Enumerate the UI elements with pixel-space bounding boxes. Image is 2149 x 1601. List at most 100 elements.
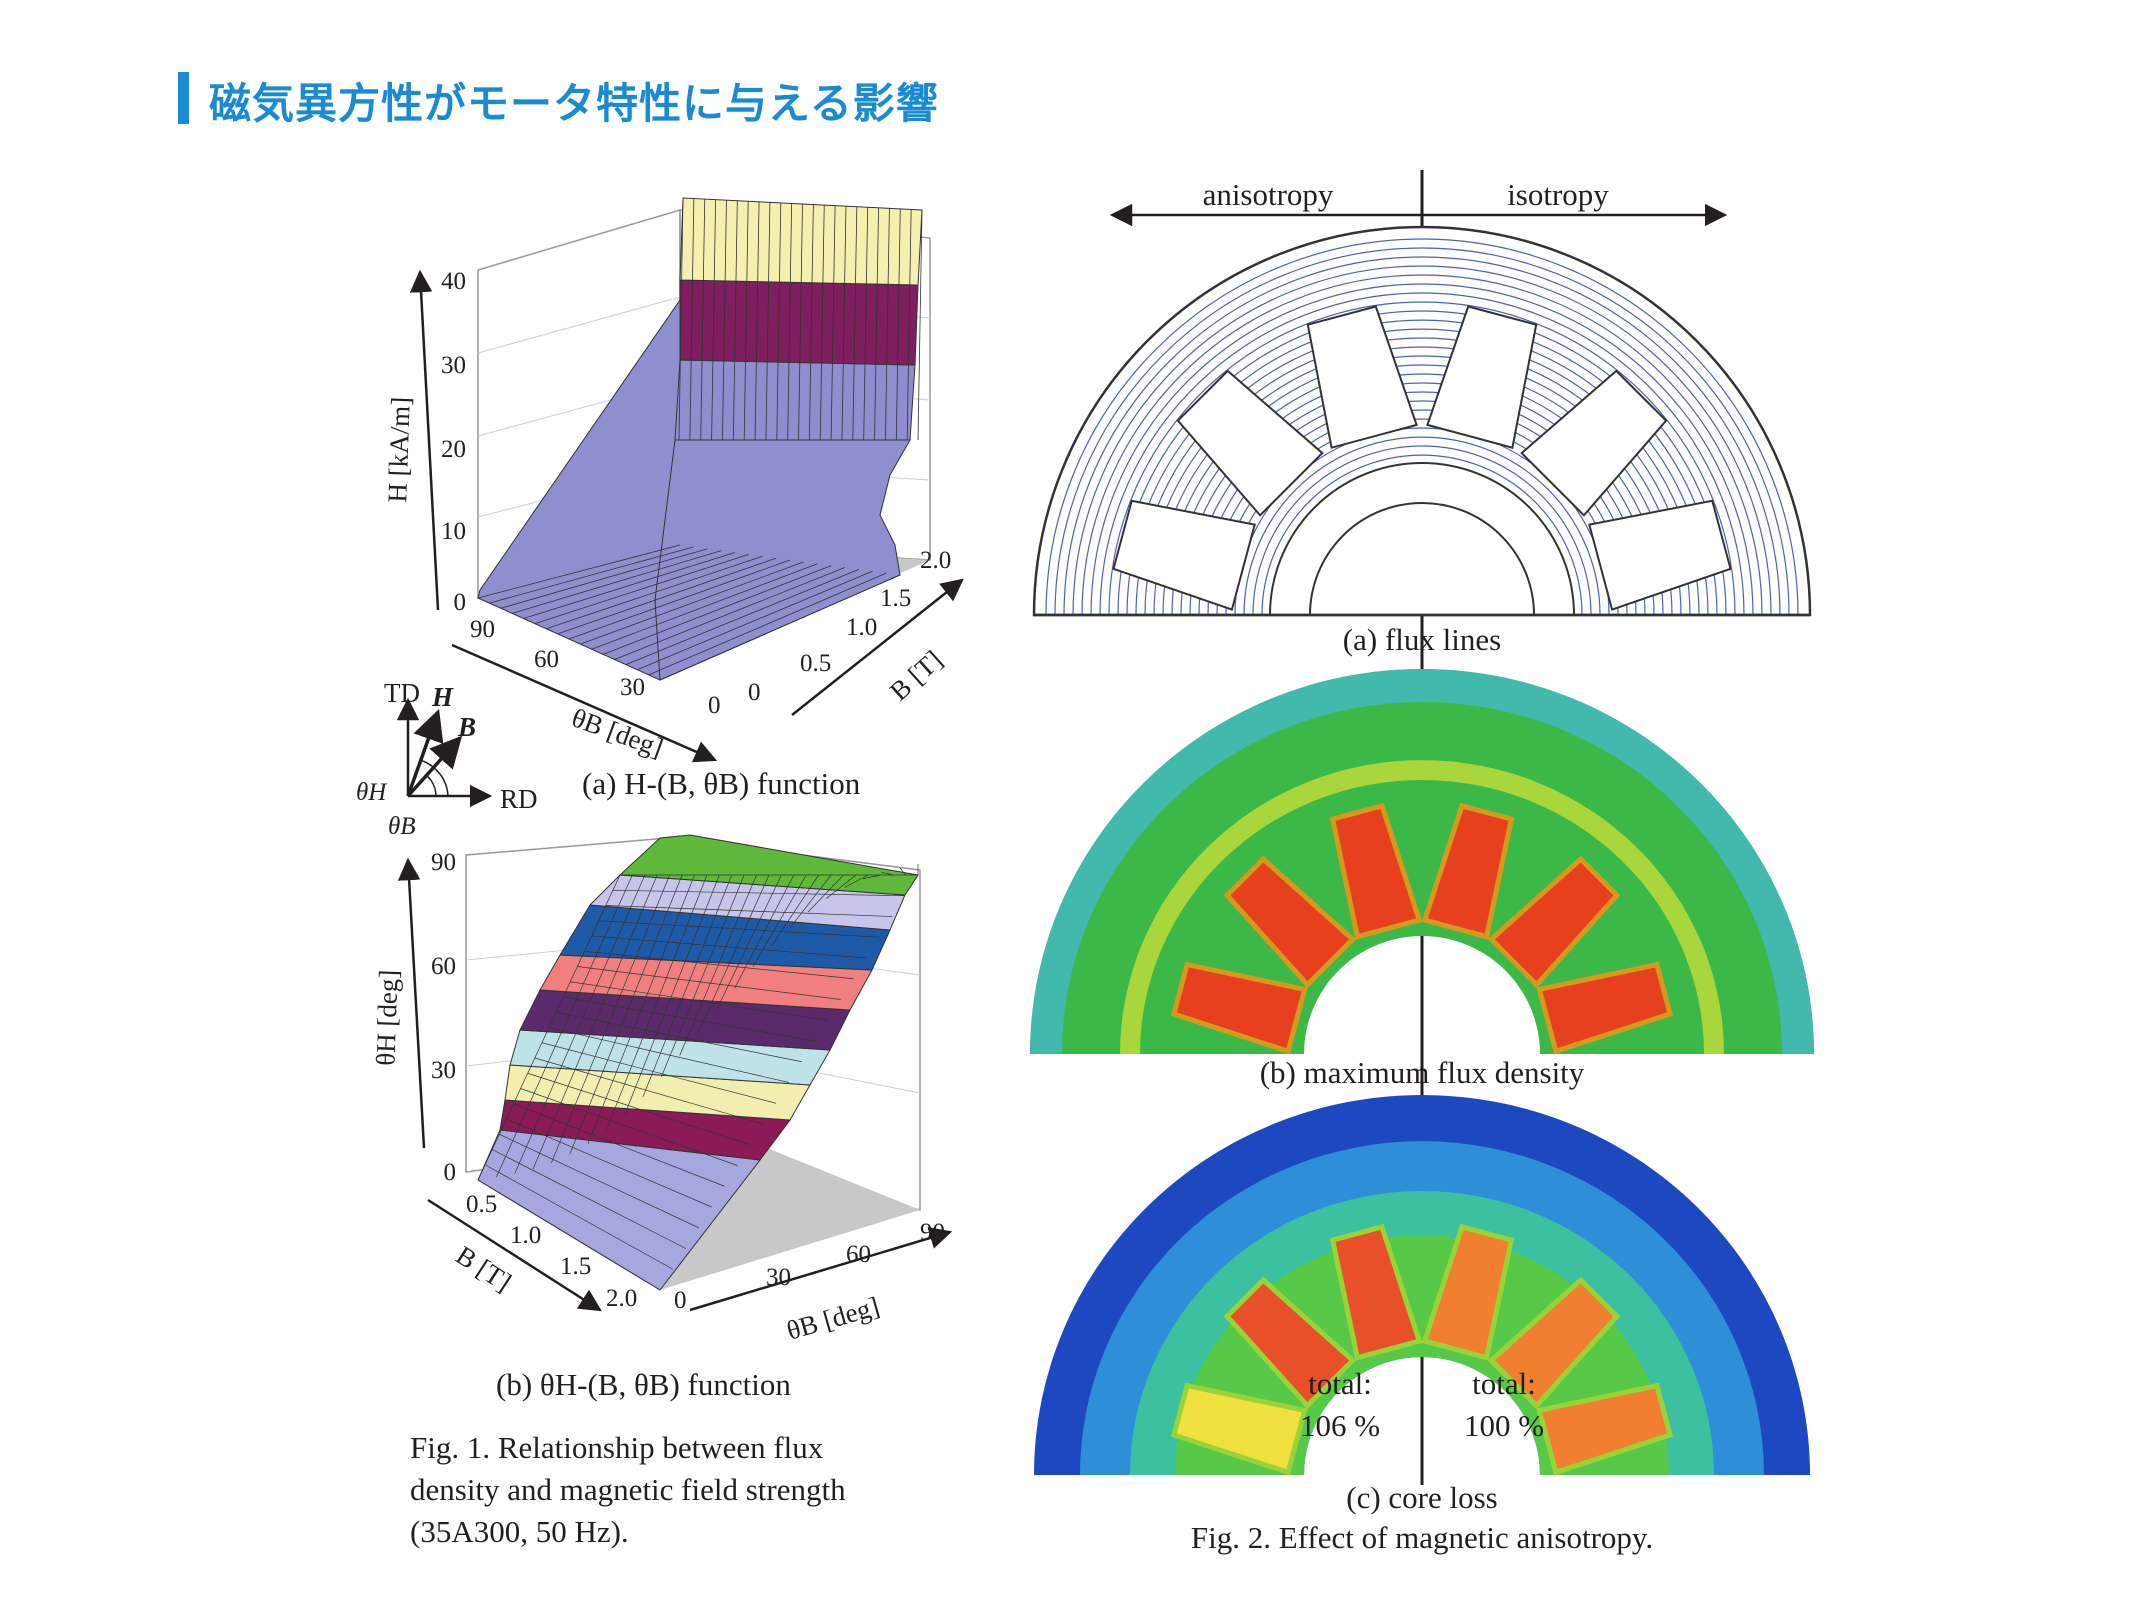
chart-a-band-magenta: [679, 279, 919, 366]
chart-b-z-tick-60: 60: [431, 953, 456, 980]
mesh-line: [512, 550, 722, 614]
chart-b-theta-tick-30: 30: [766, 1264, 791, 1291]
total-left-label: total:: [1308, 1366, 1372, 1401]
mesh-line: [484, 1164, 674, 1270]
chart-a-b-tick-10: 1.0: [846, 614, 877, 641]
chart-a-z-tick-40: 40: [441, 268, 466, 295]
mesh-line: [881, 871, 894, 876]
mesh-line: [580, 561, 804, 645]
stator-slot: [1306, 305, 1418, 449]
chart-a-b-axis: [791, 578, 964, 716]
flux-line: [1144, 337, 1700, 616]
flux-line: [1099, 292, 1745, 616]
fig2-caption: Fig. 2. Effect of magnetic anisotropy.: [1191, 1520, 1653, 1555]
mesh-line: [830, 205, 836, 441]
flux-line: [1207, 400, 1637, 616]
fig2-caption-a: (a) flux lines: [1343, 622, 1501, 657]
mfd-teeth: [1170, 802, 1674, 1055]
mesh-line: [711, 199, 716, 441]
page-title: 磁気異方性がモータ特性に与える影響: [209, 79, 939, 128]
chart-b-b-axis: [427, 1198, 602, 1312]
inset-rd: RD: [500, 784, 538, 814]
mesh-line: [789, 874, 832, 929]
cl-tooth: [1487, 1276, 1621, 1410]
mesh-line: [732, 200, 738, 441]
mesh-line: [477, 874, 621, 1181]
fig2-flux-lines: (a) flux lines: [1032, 225, 1812, 657]
fig1-caption: Fig. 1. Relationship between flux densit…: [410, 1430, 846, 1549]
flux-line: [1072, 265, 1772, 616]
mesh-line: [648, 572, 887, 676]
mesh-line: [557, 557, 777, 635]
cl-tooth: [1223, 1276, 1357, 1410]
chart-b-z-axis: [397, 857, 426, 1149]
mesh-line: [659, 574, 901, 681]
mesh-line: [527, 1072, 751, 1146]
chart-a-z-label: H [kA/m]: [382, 396, 416, 503]
chart-a-b-tick-05: 0.5: [800, 650, 831, 677]
chart-b-z-label: θH [deg]: [370, 969, 403, 1066]
flux-line: [1117, 310, 1727, 616]
mesh-line: [602, 565, 832, 655]
mesh-line: [743, 201, 749, 441]
total-left-value: 106 %: [1300, 1408, 1380, 1443]
chart-a-z-tick-0: 0: [454, 589, 467, 616]
chart-b-theta-axis: [689, 1227, 953, 1312]
chart-a-theta-axis: [451, 643, 718, 763]
stator-slot: [1520, 369, 1668, 517]
chart-b-theta-label: θB [deg]: [783, 1291, 882, 1346]
flux-line: [1063, 256, 1781, 616]
chart-a-z-tick-10: 10: [441, 518, 466, 545]
chart-b-b-tick-20: 2.0: [606, 1285, 637, 1312]
chart-b-theta-tick-90: 90: [920, 1219, 945, 1246]
flux-line: [1108, 301, 1736, 616]
stator-slot: [1112, 499, 1256, 611]
inset-theta-b: θB: [388, 813, 416, 840]
mesh-line: [577, 966, 841, 1000]
mfd-tooth: [1329, 802, 1423, 940]
mesh-line: [754, 201, 760, 441]
mesh-line: [569, 874, 683, 1155]
mesh-line: [625, 569, 859, 665]
mesh-line: [591, 563, 818, 650]
flux-line-set: [1045, 238, 1799, 616]
mesh-line: [917, 209, 923, 441]
mesh-line: [679, 874, 757, 1056]
mesh-line: [798, 203, 803, 441]
fig2-core-loss: total: 106 % total: 100 % (c) core loss: [1034, 1095, 1810, 1515]
cl-tooth: [1170, 1382, 1308, 1476]
mesh-line: [489, 546, 694, 604]
chart-a-z-axis: [409, 269, 440, 611]
fig2-caption-c: (c) core loss: [1346, 1480, 1498, 1515]
flux-line: [1054, 247, 1790, 616]
flux-line: [1189, 382, 1655, 616]
mesh-line: [591, 935, 867, 959]
cl-tooth: [1536, 1382, 1674, 1476]
chart-a-b-tick-20: 2.0: [920, 547, 951, 574]
flux-line: [1243, 436, 1601, 616]
chart-b-z-tick-30: 30: [431, 1057, 456, 1084]
fig2-caption-b: (b) maximum flux density: [1260, 1055, 1585, 1090]
flux-line: [1216, 409, 1628, 616]
mesh-line: [556, 1011, 802, 1063]
flux-line: [1252, 445, 1592, 616]
mesh-line: [477, 544, 681, 599]
chart-b-theta-tick-60: 60: [846, 1241, 871, 1268]
rotor-inner: [1309, 502, 1535, 616]
mesh-line: [546, 555, 763, 630]
mesh-line: [534, 1057, 764, 1125]
mesh-line: [678, 197, 684, 441]
mesh-line: [523, 552, 736, 619]
fig1-caption-line-2: density and magnetic field strength: [410, 1472, 846, 1507]
cl-tooth: [1329, 1223, 1423, 1361]
flux-line: [1234, 427, 1610, 616]
flux-line: [1261, 454, 1583, 616]
mesh-line: [895, 208, 901, 441]
chart-a-theta-tick-30: 30: [620, 674, 645, 701]
mesh-line: [776, 202, 782, 441]
mesh-line: [587, 874, 695, 1144]
flux-line: [1081, 274, 1763, 616]
stator-outline: [1032, 225, 1812, 617]
mesh-line: [532, 874, 658, 1170]
